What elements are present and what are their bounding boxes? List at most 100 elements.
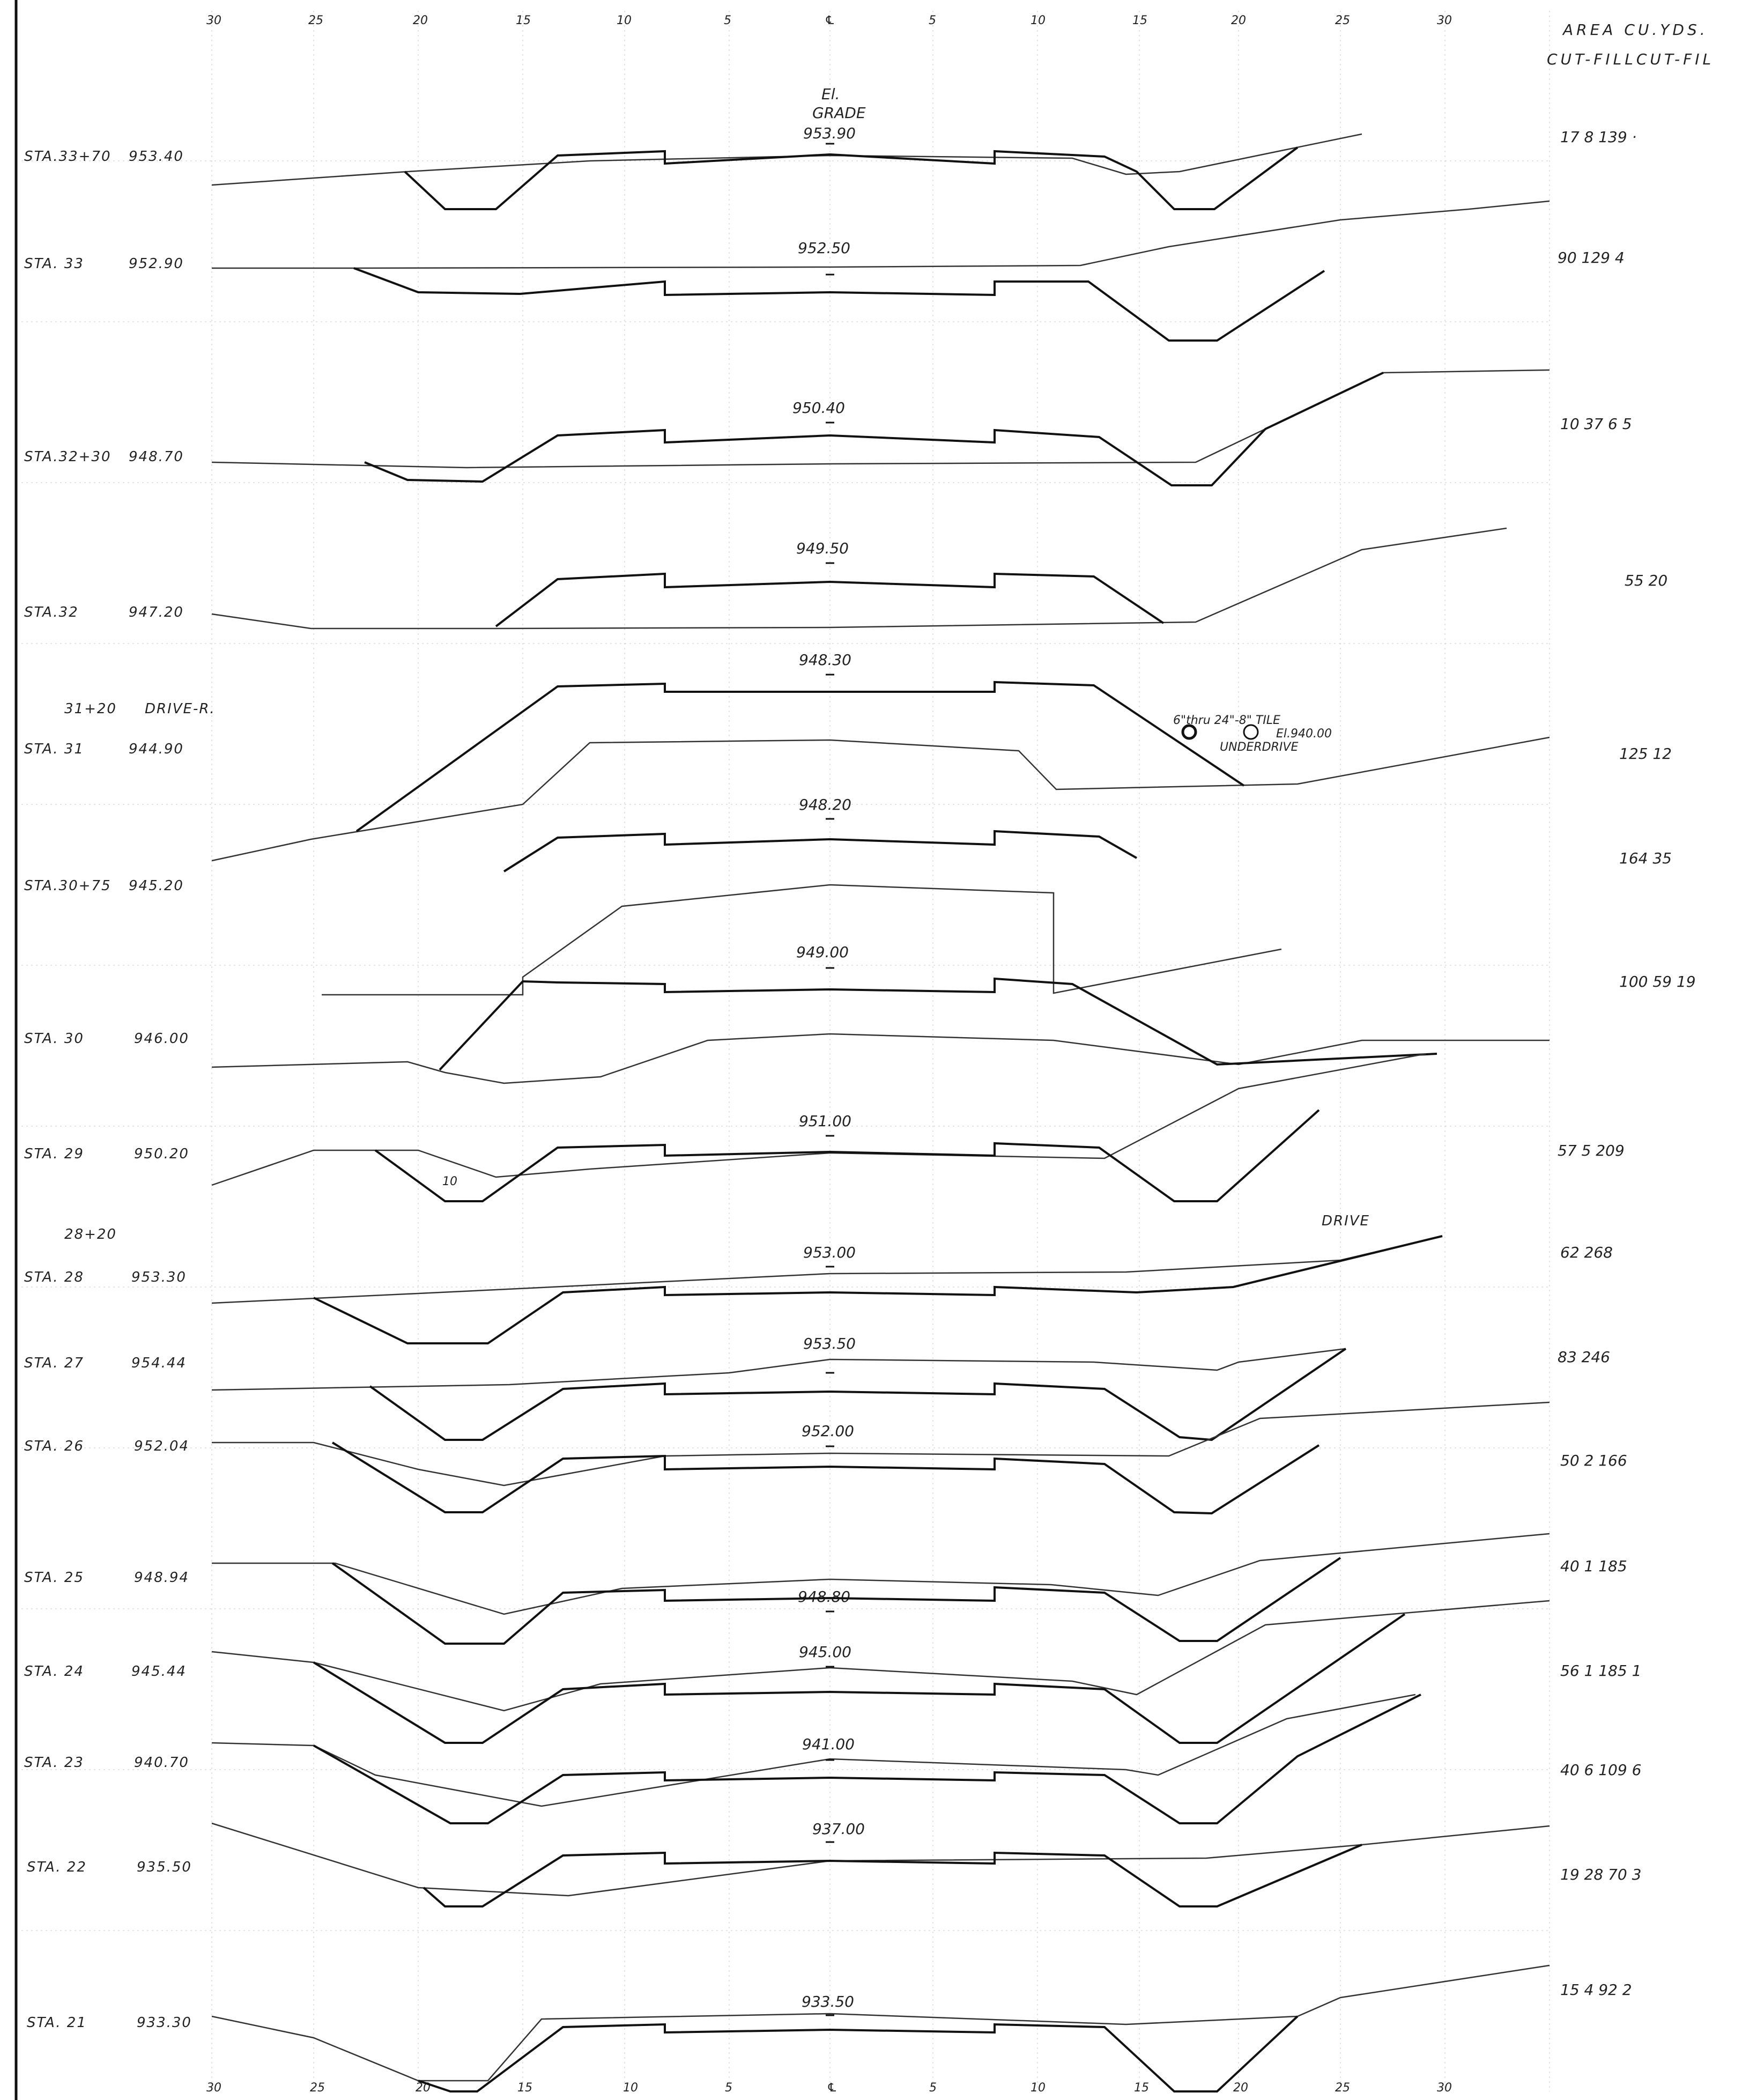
quantity-row: 164 35 [1619, 849, 1672, 867]
ground-elevation: 948.70 [129, 449, 184, 465]
grade-heading-el: El. [821, 85, 840, 103]
ground-elevation: 933.30 [137, 2015, 192, 2031]
ground-elevation: 946.00 [134, 1031, 189, 1047]
ground-elevation: 950.20 [134, 1146, 189, 1162]
quantity-row: 55 20 [1625, 572, 1667, 589]
grade-elevation: 937.00 [812, 1820, 865, 1838]
ground-line [211, 1964, 1550, 2082]
axis-label: ℄ [827, 2081, 837, 2095]
axis-label: 5 [929, 14, 936, 27]
station-label: STA. 30 [24, 1031, 84, 1047]
ground-line [211, 736, 1550, 862]
ground-elevation: 952.90 [129, 256, 184, 272]
axis-label: 10 [617, 14, 632, 27]
grade-elevations: 953.90 952.50 950.40 949.50 948.30 948.2… [792, 124, 865, 2010]
axis-label: 25 [308, 14, 323, 27]
quantity-row: 19 28 70 3 [1560, 1866, 1641, 1883]
ground-line [212, 1533, 1550, 1615]
axis-label: 20 [413, 14, 428, 27]
grade-elevation: 952.50 [798, 239, 850, 257]
quantity-header-line1: AREA CU.YDS. [1562, 21, 1708, 39]
axis-label: 5 [724, 14, 731, 27]
grade-template [313, 1235, 1443, 1344]
grade-elevation: 949.00 [796, 943, 849, 961]
ground-elevation: 952.04 [134, 1438, 189, 1454]
station-label: STA.30+75 [24, 878, 112, 894]
grade-elevation: 952.00 [802, 1422, 854, 1440]
quantity-row: 56 1 185 1 [1560, 1662, 1641, 1680]
bottom-axis: 30 25 20 15 10 5 ℄ 5 10 15 20 25 30 [206, 2081, 1452, 2095]
station-label: STA.32 [24, 604, 79, 620]
axis-label: 15 [1134, 2081, 1149, 2095]
grade-template [353, 267, 1325, 342]
ground-line [212, 200, 1550, 269]
grade-elevation: 948.20 [799, 796, 851, 814]
station-label: STA. 28 [24, 1269, 84, 1285]
axis-label: 25 [1335, 2081, 1350, 2095]
ground-elevation: 954.44 [131, 1355, 187, 1371]
ground-elevation: 944.90 [129, 741, 184, 757]
ground-elevation: 953.40 [129, 149, 184, 165]
axis-label: 15 [1132, 14, 1147, 27]
grade-elevation: 933.50 [802, 1993, 854, 2010]
axis-label: 5 [725, 2081, 732, 2095]
tile-symbol [1181, 724, 1197, 740]
quantity-header-line2: CUT-FILLCUT-FIL [1547, 50, 1714, 68]
ground-line [211, 1348, 1346, 1391]
station-label: STA. 25 [24, 1570, 84, 1586]
station-labels: STA.33+70 953.40 STA. 33 952.90 STA.32+3… [24, 149, 192, 2031]
grade-elevation: 949.50 [796, 539, 849, 557]
grade-template [404, 146, 1299, 210]
grade-template [369, 1348, 1347, 1441]
axis-label: 30 [1437, 2081, 1452, 2095]
grade-template [495, 572, 1165, 627]
quantities: 17 8 139 · 90 129 4 10 37 6 5 55 20 125 … [1558, 128, 1696, 1999]
tile-elevation: El.940.00 [1276, 727, 1332, 741]
axis-label: ℄ [825, 14, 835, 27]
axis-label: 15 [517, 2081, 532, 2095]
axis-label: 20 [1233, 2081, 1248, 2095]
grade-template [313, 1613, 1406, 1744]
grade-elevation: 941.00 [802, 1735, 855, 1753]
drive-28-station: 28+20 [64, 1226, 117, 1243]
ground-elevation: 935.50 [137, 1859, 192, 1875]
centerline-ticks [826, 143, 834, 2016]
axis-label: 25 [1335, 14, 1350, 27]
axis-label: 15 [516, 14, 531, 27]
quantity-row: 40 1 185 [1560, 1557, 1627, 1575]
quantity-row: 100 59 19 [1619, 973, 1696, 990]
notes: 31+20 DRIVE-R. 28+20 DRIVE 6"thru 24"-8"… [64, 701, 1370, 1243]
underdrive-note: UNDERDRIVE [1220, 741, 1298, 754]
ground-line [211, 527, 1507, 630]
ground-line [322, 884, 1282, 996]
ground-line [211, 133, 1362, 186]
axis-label: 30 [206, 2081, 221, 2095]
axis-label: 5 [929, 2081, 937, 2095]
ground-elevation: 940.70 [134, 1755, 189, 1771]
axis-label: 10 [1031, 2081, 1046, 2095]
axis-label: 20 [1231, 14, 1246, 27]
grade-template [355, 681, 1245, 832]
drive-28-text: DRIVE [1322, 1213, 1370, 1229]
grade-template [313, 1694, 1421, 1824]
station-label: STA.32+30 [24, 449, 112, 465]
grade-template [374, 1109, 1320, 1202]
station-label: STA. 22 [27, 1859, 87, 1875]
grade-elevation: 953.00 [803, 1244, 856, 1261]
drive-r-station: 31+20 [64, 701, 117, 717]
ground-line [211, 1033, 1550, 1084]
ground-elevation: 953.30 [131, 1269, 187, 1285]
station-label: STA.33+70 [24, 149, 112, 165]
ground-elevation: 945.20 [129, 878, 184, 894]
grade-elevation: 945.00 [799, 1643, 851, 1661]
cross-sections [211, 133, 1550, 2092]
grade-template [418, 2015, 1299, 2092]
ground-elevation: 948.94 [134, 1570, 189, 1586]
grade-template [331, 1557, 1341, 1645]
quantity-row: 83 246 [1558, 1348, 1610, 1366]
quantity-row: 15 4 92 2 [1560, 1981, 1632, 1999]
grade-template [503, 830, 1137, 872]
grade-template [422, 1844, 1362, 1907]
ground-line [211, 369, 1550, 469]
ground-line [211, 1694, 1416, 1807]
